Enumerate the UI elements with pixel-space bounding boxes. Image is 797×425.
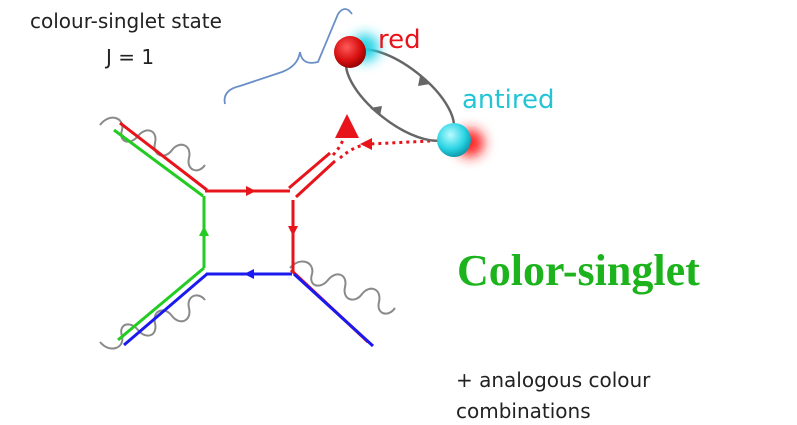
quark-line-blue-in-bottom (123, 272, 208, 347)
arrow-blue-bottom (244, 269, 254, 279)
quark-line-red-in-top (119, 121, 208, 192)
color-singlet-title: Color-singlet (457, 246, 700, 295)
gluon-bottom-right (289, 260, 396, 315)
double-line-red-b (294, 159, 337, 199)
note-line1: + analogous colour (456, 368, 651, 392)
note-line2: combinations (456, 399, 591, 423)
state-label-line2: J = 1 (104, 45, 154, 69)
red-quark-ball (334, 36, 366, 68)
arrow-green-left (199, 226, 209, 236)
arrow-red-top (246, 186, 256, 196)
arrowhead-to-antired (360, 138, 372, 150)
orbit-arrow-top (418, 76, 430, 86)
antired-label: antired (462, 85, 554, 115)
antired-quark-ball (437, 123, 471, 157)
quark-line-blue-out-bottom (292, 272, 375, 348)
orbit-arrow-bottom (370, 106, 382, 116)
gluon-top-left (99, 116, 206, 172)
dotted-arrow-to-red (331, 114, 359, 157)
double-line-red-a (288, 151, 331, 190)
red-label: red (378, 25, 421, 55)
quark-line-green-in-top (113, 128, 204, 198)
state-label-line1: colour-singlet state (30, 9, 222, 33)
brace-icon (223, 8, 353, 105)
arrow-red-right (288, 226, 298, 236)
quark-line-green-in-bottom (117, 266, 205, 342)
dotted-arrow-to-antired (339, 139, 431, 160)
